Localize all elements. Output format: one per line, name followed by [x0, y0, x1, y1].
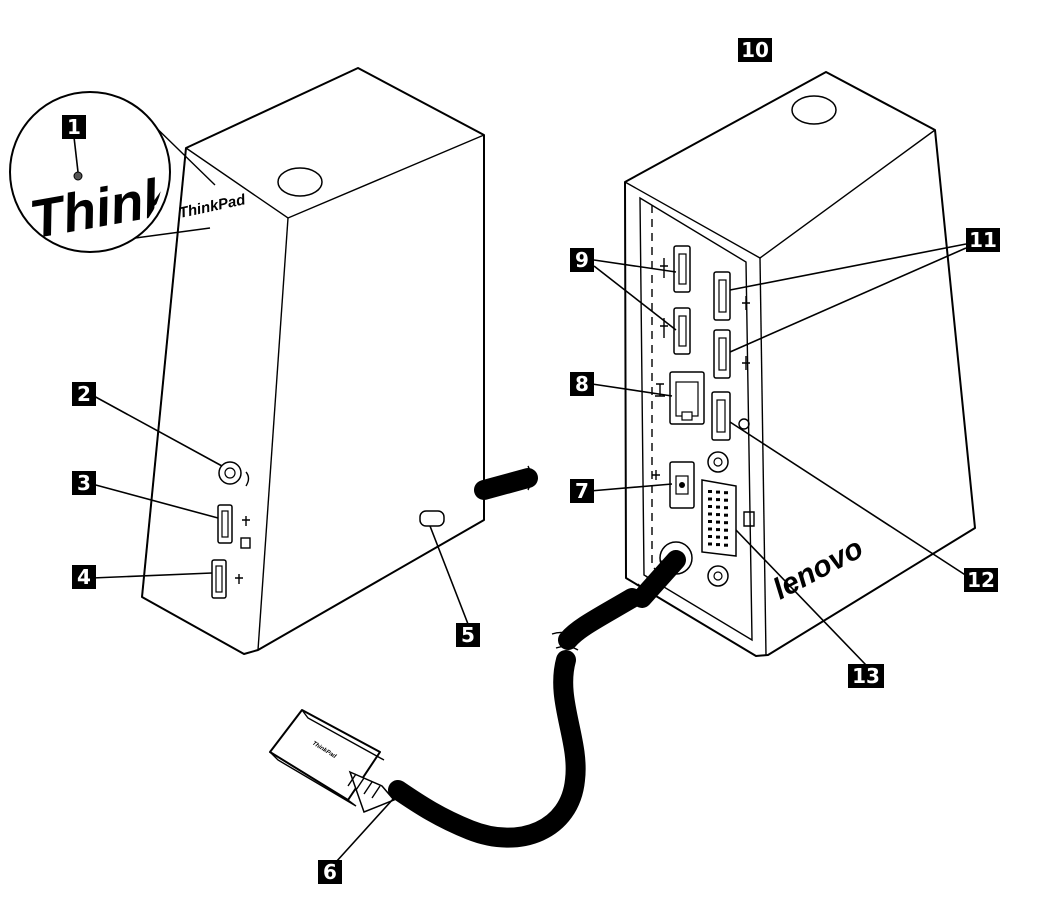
power-plug-icon	[652, 470, 660, 480]
dvi-pin	[708, 505, 712, 508]
usb-icon	[235, 574, 243, 584]
dvi-pin	[724, 513, 728, 517]
dvi-pin	[724, 536, 728, 540]
svg-text:5: 5	[461, 623, 475, 647]
power-connector	[652, 461, 695, 509]
callout-8: 8	[570, 372, 673, 397]
front-top-button	[277, 167, 323, 197]
svg-text:10: 10	[741, 38, 769, 62]
dvi-pin	[716, 505, 720, 509]
dvi-pin	[724, 528, 728, 532]
svg-text:9: 9	[575, 248, 589, 272]
callout-13: 13	[735, 529, 884, 688]
dvi-pin	[724, 506, 728, 510]
svg-text:2: 2	[77, 382, 91, 406]
security-lock-slot	[419, 510, 445, 527]
dvi-pin	[708, 535, 712, 538]
dvi-pin	[716, 513, 720, 517]
callout-6: 6	[318, 797, 395, 884]
callout-4: 4	[72, 565, 213, 589]
dock-cable	[388, 588, 642, 848]
callouts: 1 2 3 4 5 6	[62, 38, 1000, 884]
dvi-pin	[716, 498, 720, 502]
callout-3: 3	[72, 471, 219, 519]
usb-icon	[742, 356, 750, 370]
charge-icon	[240, 537, 251, 549]
callout-5: 5	[429, 525, 480, 647]
svg-text:12: 12	[967, 568, 995, 592]
dvi-pin	[724, 521, 728, 525]
svg-text:7: 7	[575, 479, 589, 503]
dvi-pin	[716, 520, 720, 524]
svg-text:4: 4	[77, 565, 91, 589]
dvi-pin	[716, 490, 720, 494]
rear-dock: lenovo	[624, 71, 976, 657]
callout-12: 12	[729, 421, 998, 592]
rear-top-button	[791, 95, 837, 125]
callout-1: 1	[62, 115, 86, 139]
dvi-pin	[716, 528, 720, 532]
ethernet-port	[655, 371, 705, 425]
svg-text:13: 13	[852, 664, 880, 688]
thinkpad-dock-plug: ThinkPad	[269, 709, 396, 813]
svg-text:1: 1	[67, 115, 81, 139]
usb-icon	[660, 258, 668, 278]
rear-cable-strain-relief	[632, 541, 693, 608]
callout-7: 7	[570, 479, 673, 503]
rear-usb3-ports	[713, 271, 750, 379]
dvi-pin	[724, 491, 728, 495]
dvi-pin	[724, 498, 728, 502]
svg-text:8: 8	[575, 372, 589, 396]
dvi-pin	[724, 543, 728, 547]
displayport-port	[711, 391, 750, 441]
front-dock: ThinkPad	[141, 67, 538, 655]
usb-icon	[242, 516, 250, 526]
dvi-pin	[708, 542, 712, 546]
callout-10: 10	[738, 38, 772, 62]
logo-indicator-led	[73, 171, 83, 181]
headset-icon	[245, 471, 250, 487]
dvi-pin	[708, 520, 712, 523]
dvi-pin	[716, 543, 720, 547]
svg-text:3: 3	[77, 471, 91, 495]
dvi-pin	[708, 512, 712, 516]
dvi-pin	[708, 497, 712, 501]
dvi-pin	[708, 490, 712, 493]
svg-text:6: 6	[323, 860, 337, 884]
rear-usb2-ports	[660, 245, 691, 355]
dvi-connector	[701, 451, 755, 587]
callout-9: 9	[570, 248, 677, 331]
svg-text:11: 11	[969, 228, 997, 252]
dvi-monitor-icon	[743, 511, 755, 527]
callout-2: 2	[72, 382, 223, 467]
dvi-pin	[716, 535, 720, 539]
displayport-icon	[738, 418, 750, 430]
usb-icon	[742, 296, 750, 310]
dvi-pin	[708, 527, 712, 531]
callout-11: 11	[729, 228, 1000, 353]
